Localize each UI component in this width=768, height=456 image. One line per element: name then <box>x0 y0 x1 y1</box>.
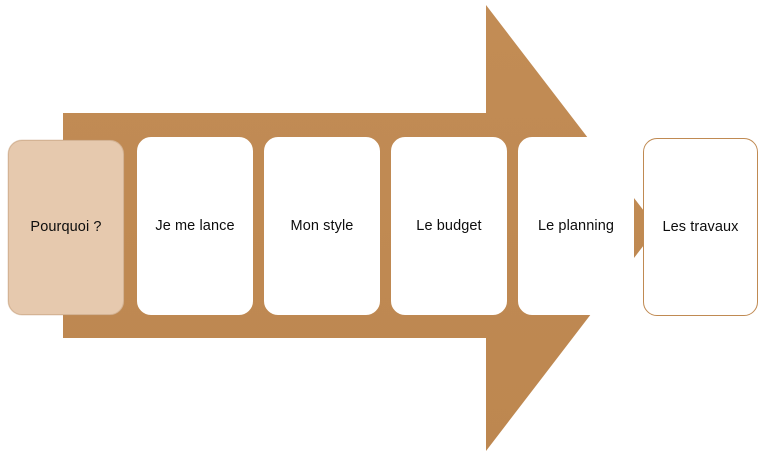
step-label: Les travaux <box>662 218 739 235</box>
step-card-pourquoi[interactable]: Pourquoi ? <box>8 140 124 315</box>
step-card-mon-style[interactable]: Mon style <box>264 137 380 315</box>
step-card-je-me-lance[interactable]: Je me lance <box>137 137 253 315</box>
step-label: Je me lance <box>155 217 235 234</box>
step-label: Le budget <box>416 217 482 234</box>
step-card-le-planning[interactable]: Le planning <box>518 137 634 315</box>
step-card-le-budget[interactable]: Le budget <box>391 137 507 315</box>
step-card-les-travaux[interactable]: Les travaux <box>643 138 758 316</box>
step-label: Pourquoi ? <box>30 219 102 236</box>
step-label: Le planning <box>537 217 615 234</box>
step-label: Mon style <box>290 217 354 234</box>
